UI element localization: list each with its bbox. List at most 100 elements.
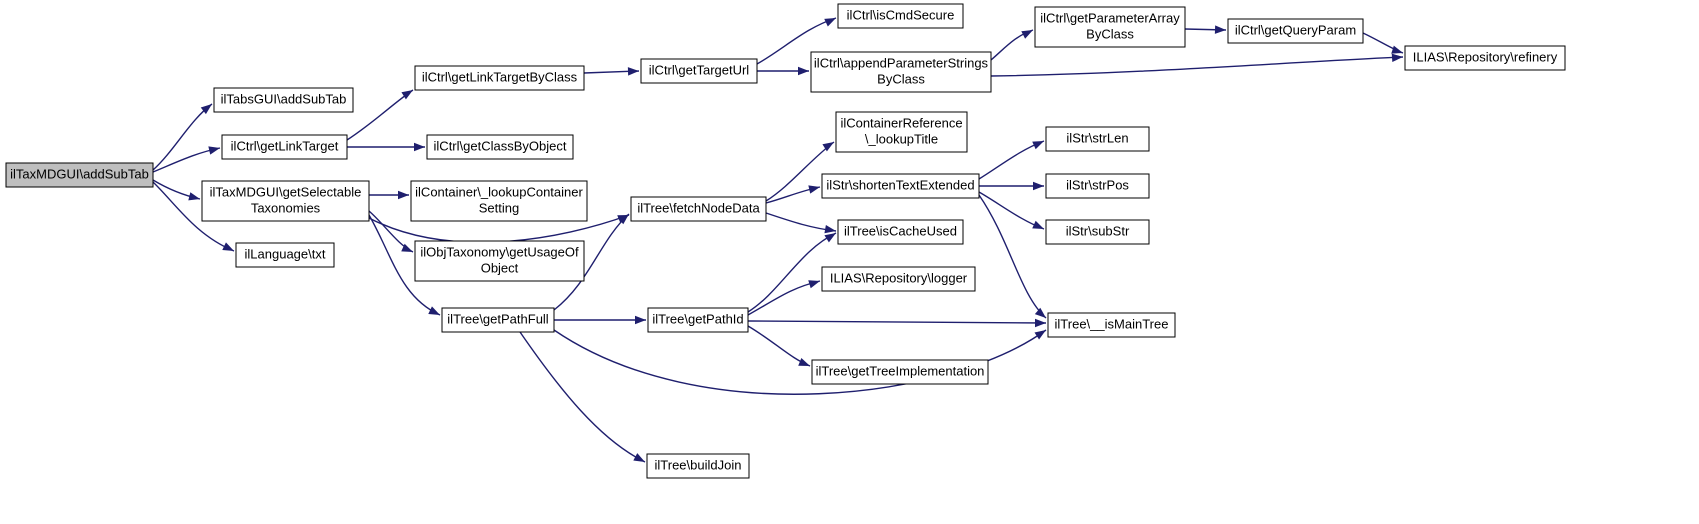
graph-node-label: ILIAS\Repository\refinery: [1413, 49, 1558, 64]
graph-node[interactable]: ilTree\buildJoin: [646, 453, 750, 479]
call-edge: [747, 232, 837, 313]
graph-node[interactable]: ilCtrl\getLinkTargetByClass: [414, 65, 585, 91]
graph-node-label: ilTaxMDGUI\getSelectable: [210, 184, 362, 199]
arrowhead-icon: [208, 146, 220, 155]
graph-node-label: ilTree\__isMainTree: [1055, 316, 1169, 331]
call-edge: [368, 214, 441, 316]
graph-node-label: ilCtrl\appendParameterStrings: [814, 55, 989, 70]
graph-node[interactable]: ilTabsGUI\addSubTab: [213, 87, 354, 113]
graph-node-box[interactable]: [426, 134, 574, 160]
graph-node[interactable]: ilTree\getPathFull: [441, 307, 555, 333]
graph-node[interactable]: ilCtrl\isCmdSecure: [837, 3, 964, 29]
arrowhead-icon: [428, 306, 440, 315]
graph-node[interactable]: ilLanguage\txt: [235, 242, 335, 268]
graph-node-label: ilTree\getTreeImplementation: [816, 363, 985, 378]
arrowhead-icon: [414, 142, 425, 152]
arrowhead-icon: [798, 357, 810, 366]
graph-node-label: ilStr\strPos: [1066, 177, 1129, 192]
graph-node-box[interactable]: [1045, 173, 1150, 199]
graph-node[interactable]: ilTree\getTreeImplementation: [811, 359, 989, 385]
graph-node[interactable]: ilContainerReference\_lookupTitle: [835, 111, 968, 153]
arrowhead-icon: [627, 67, 639, 76]
graph-node-box[interactable]: [821, 266, 976, 292]
graph-node-box[interactable]: [837, 3, 964, 29]
graph-node-box[interactable]: [647, 307, 749, 333]
graph-node[interactable]: ilTree\getPathId: [647, 307, 749, 333]
graph-node-box[interactable]: [1404, 45, 1566, 71]
graph-node-label: ByClass: [877, 71, 925, 86]
graph-node-box[interactable]: [1045, 126, 1150, 152]
graph-node[interactable]: ilStr\shortenTextExtended: [821, 173, 980, 199]
arrowhead-icon: [822, 142, 834, 152]
graph-node[interactable]: ILIAS\Repository\refinery: [1404, 45, 1566, 71]
graph-node-label: ILIAS\Repository\logger: [830, 270, 968, 285]
call-edge: [978, 140, 1045, 180]
graph-node-label: ilCtrl\isCmdSecure: [847, 7, 955, 22]
graph-node-label: Taxonomies: [251, 200, 321, 215]
graph-node[interactable]: ilStr\subStr: [1045, 219, 1150, 245]
arrowhead-icon: [635, 315, 646, 325]
graph-node-box[interactable]: [821, 173, 980, 199]
edges-layer: [152, 17, 1404, 463]
graph-node-box[interactable]: [410, 180, 588, 222]
graph-node-label: ilStr\shortenTextExtended: [826, 177, 974, 192]
arrowhead-icon: [617, 214, 629, 225]
graph-node[interactable]: ilCtrl\getClassByObject: [426, 134, 574, 160]
graph-node[interactable]: ilTaxMDGUI\addSubTab: [5, 162, 154, 188]
graph-node-box[interactable]: [1227, 18, 1364, 44]
arrowhead-icon: [188, 192, 200, 201]
graph-node-box[interactable]: [811, 359, 989, 385]
call-edge: [747, 280, 821, 316]
graph-node-box[interactable]: [414, 65, 585, 91]
arrowhead-icon: [824, 18, 836, 27]
nodes-layer: ilTaxMDGUI\addSubTab ilTabsGUI\addSubTab i…: [5, 3, 1566, 479]
graph-node-box[interactable]: [630, 196, 767, 222]
graph-node-box[interactable]: [1045, 219, 1150, 245]
call-edge: [519, 331, 646, 463]
graph-node[interactable]: ilTree\isCacheUsed: [837, 219, 964, 245]
graph-node-box[interactable]: [646, 453, 750, 479]
graph-node-box[interactable]: [640, 58, 758, 84]
graph-node-box[interactable]: [235, 242, 335, 268]
call-edge: [553, 329, 1047, 395]
graph-node[interactable]: ILIAS\Repository\logger: [821, 266, 976, 292]
graph-node-box[interactable]: [221, 134, 348, 160]
graph-node-box[interactable]: [213, 87, 354, 113]
graph-node-box[interactable]: [1034, 6, 1186, 48]
graph-node-box[interactable]: [441, 307, 555, 333]
graph-node[interactable]: ilStr\strLen: [1045, 126, 1150, 152]
graph-node[interactable]: ilTree\fetchNodeData: [630, 196, 767, 222]
graph-node-box[interactable]: [1047, 312, 1176, 338]
graph-node-label: ilStr\subStr: [1066, 223, 1130, 238]
arrowhead-icon: [1035, 318, 1046, 328]
graph-node[interactable]: ilCtrl\getLinkTarget: [221, 134, 348, 160]
graph-node-label: ilTree\isCacheUsed: [844, 223, 957, 238]
graph-node[interactable]: ilStr\strPos: [1045, 173, 1150, 199]
graph-node-label: ilCtrl\getTargetUrl: [649, 62, 750, 77]
graph-node-label: ilTree\fetchNodeData: [637, 200, 760, 215]
graph-node-box[interactable]: [414, 240, 585, 282]
graph-node-label: Object: [481, 260, 519, 275]
graph-node-box[interactable]: [835, 111, 968, 153]
graph-node[interactable]: ilCtrl\getTargetUrl: [640, 58, 758, 84]
graph-node-box[interactable]: [810, 51, 992, 93]
arrowhead-icon: [808, 185, 820, 194]
graph-node-label: ilTree\buildJoin: [655, 457, 742, 472]
graph-node-box-root[interactable]: [5, 162, 154, 188]
arrowhead-icon: [401, 90, 413, 100]
arrowhead-icon: [1391, 53, 1403, 62]
graph-node[interactable]: ilTree\__isMainTree: [1047, 312, 1176, 338]
arrowhead-icon: [808, 280, 820, 289]
graph-node[interactable]: ilCtrl\getQueryParam: [1227, 18, 1364, 44]
arrowhead-icon: [1214, 25, 1226, 34]
graph-node-label: ByClass: [1086, 26, 1134, 41]
graph-node-label: ilTabsGUI\addSubTab: [221, 91, 347, 106]
graph-node-label: ilContainer\_lookupContainer: [415, 184, 583, 199]
graph-node-box[interactable]: [201, 180, 370, 222]
graph-node-box[interactable]: [837, 219, 964, 245]
